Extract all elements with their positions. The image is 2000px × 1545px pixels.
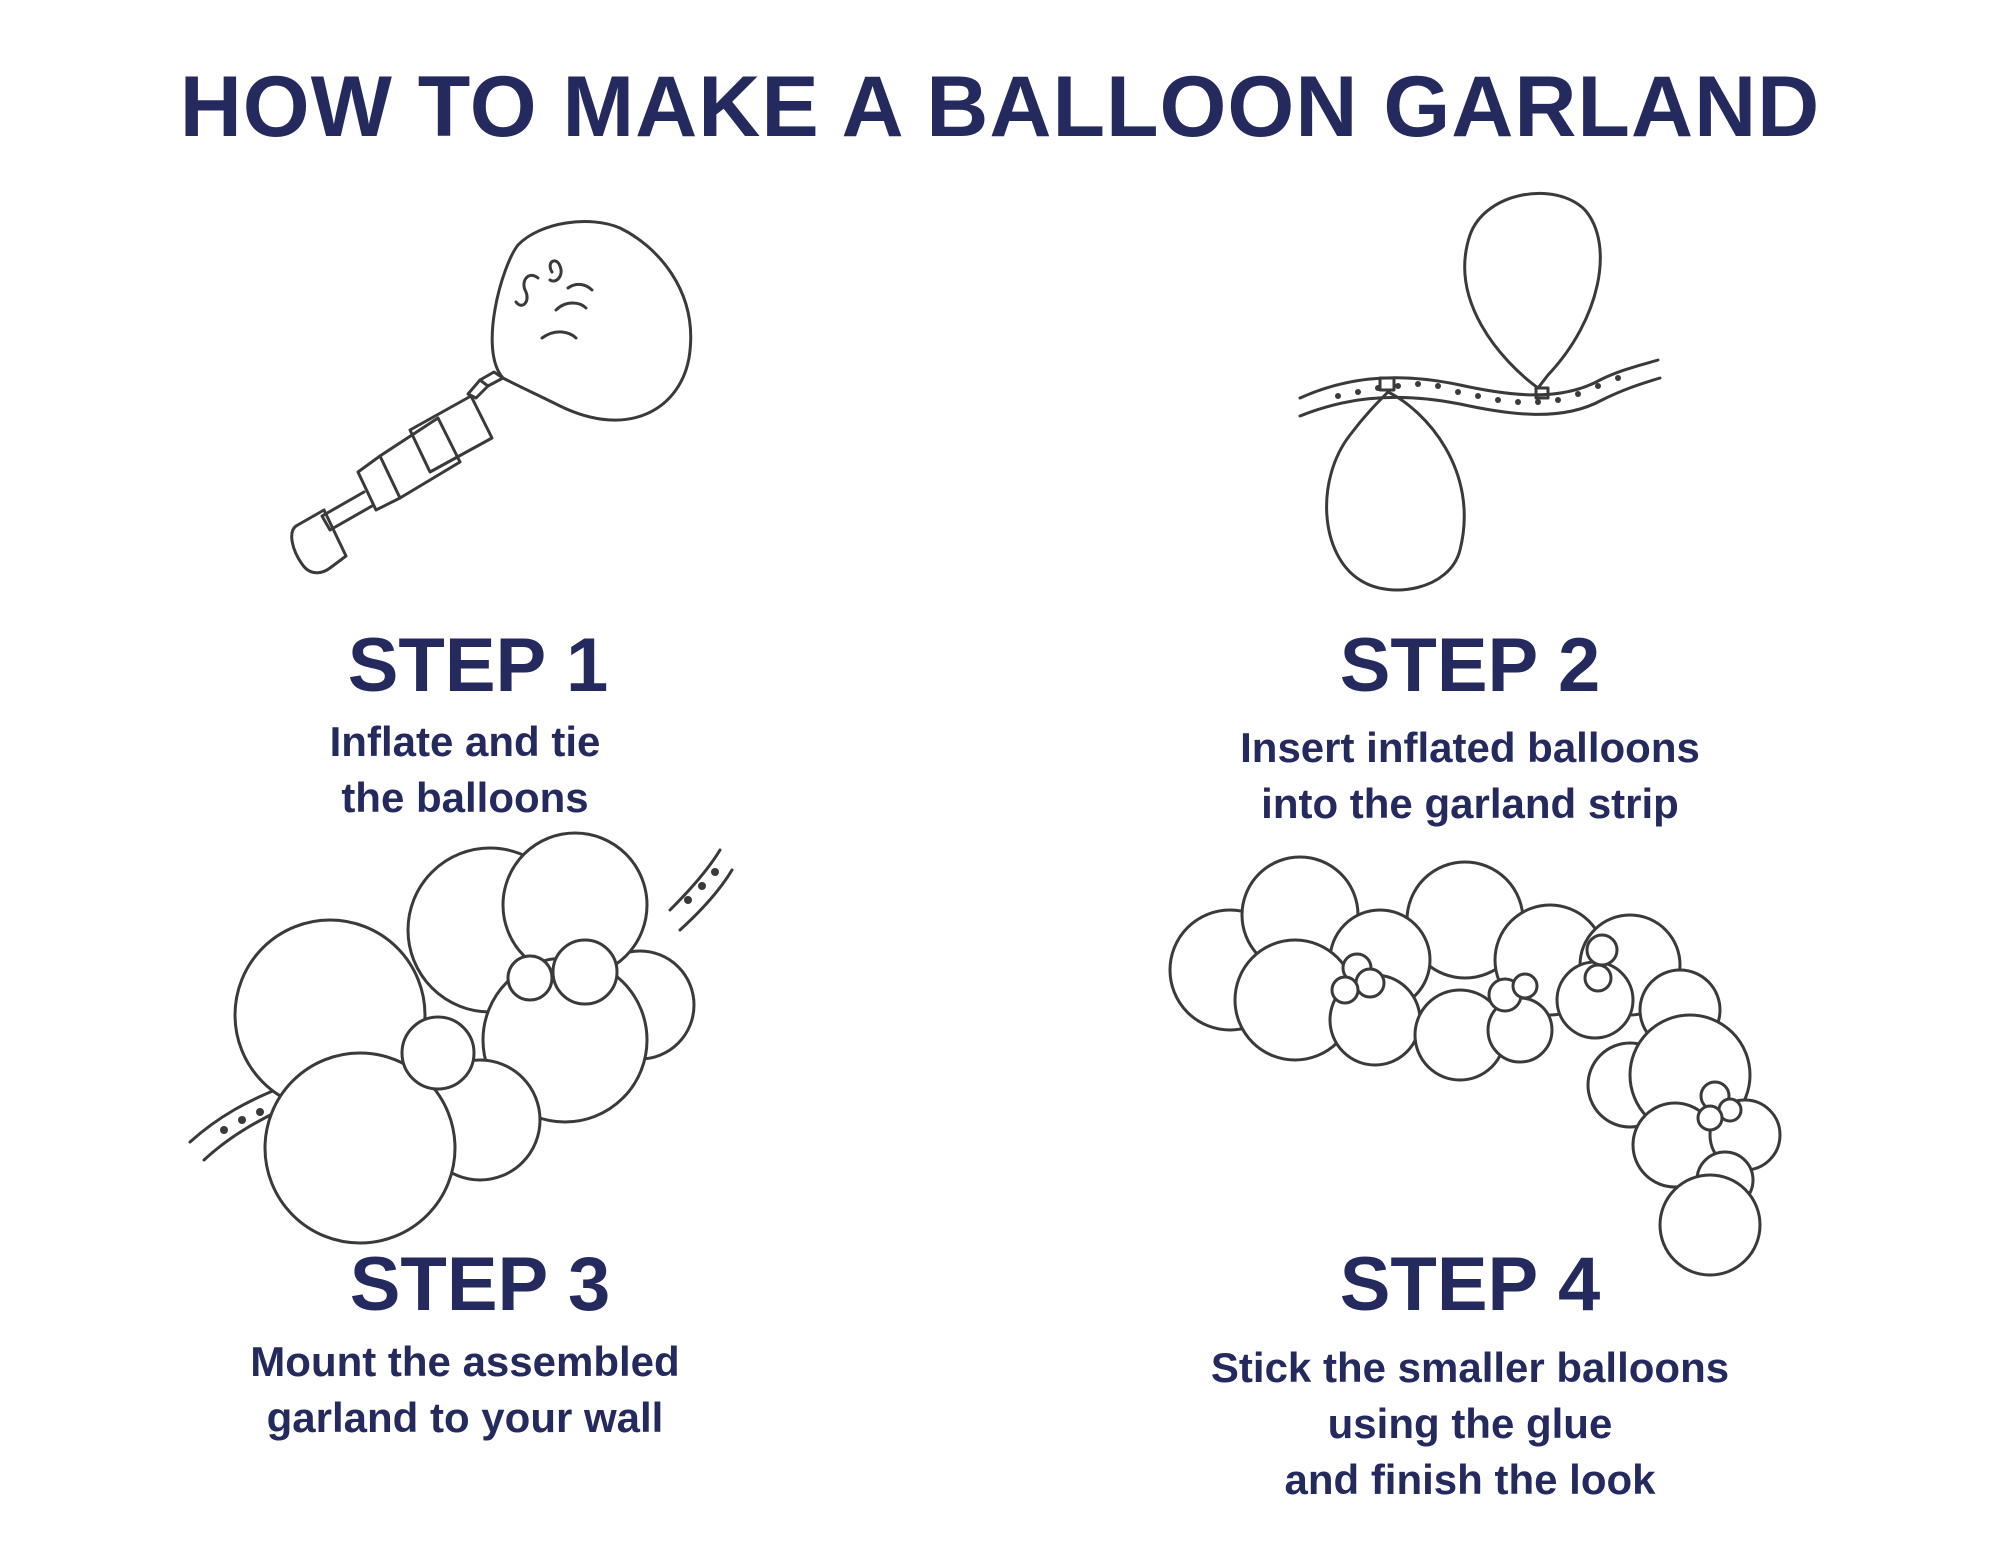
step-3-line-2: garland to your wall <box>266 1394 664 1441</box>
step-4-title: STEP 4 <box>1339 1242 1601 1327</box>
step-4-line-1: Stick the smaller balloons <box>1210 1344 1730 1391</box>
step-1-title: STEP 1 <box>347 623 609 708</box>
step-2-line-1: Insert inflated balloons <box>1240 724 1700 771</box>
step-4-line-2: using the glue <box>1327 1400 1613 1447</box>
step-3-description: Mount the assembled garland to your wall <box>65 1334 865 1446</box>
step-1-description: Inflate and tie the balloons <box>65 714 865 826</box>
finished-garland-icon <box>1168 855 1782 1277</box>
step-1-line-1: Inflate and tie <box>329 718 601 765</box>
step-3-line-1: Mount the assembled <box>250 1338 680 1385</box>
page-title: HOW TO MAKE A BALLOON GARLAND <box>179 59 1821 155</box>
step-4-description: Stick the smaller balloons using the glu… <box>1070 1340 1870 1508</box>
step-3-title: STEP 3 <box>349 1242 611 1327</box>
step-2-description: Insert inflated balloons into the garlan… <box>1070 720 1870 832</box>
balloon-cluster-icon <box>188 831 734 1245</box>
balloon-pump-icon <box>290 220 693 575</box>
step-2-title: STEP 2 <box>1339 623 1601 708</box>
step-1-line-2: the balloons <box>341 774 589 821</box>
balloons-on-strip-icon <box>1298 191 1662 592</box>
step-2-line-2: into the garland strip <box>1261 780 1679 827</box>
step-4-line-3: and finish the look <box>1284 1456 1656 1503</box>
